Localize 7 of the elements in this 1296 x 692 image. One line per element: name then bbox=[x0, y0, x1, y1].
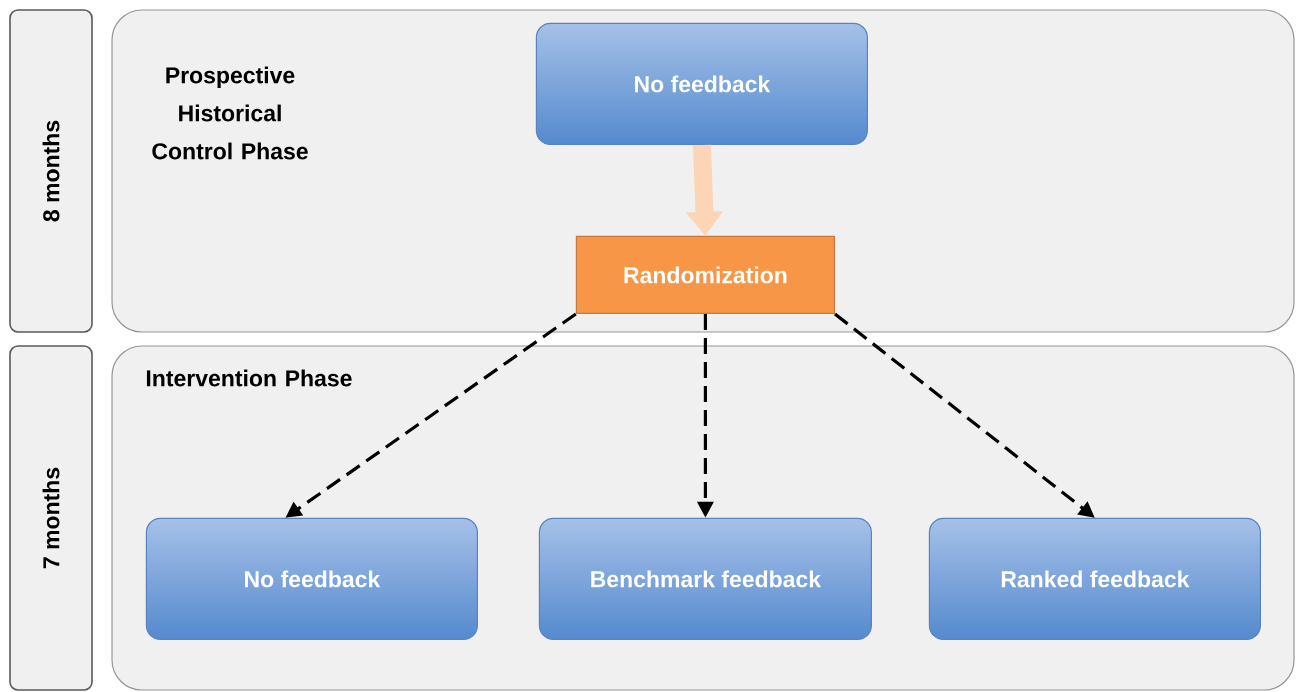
process-box: No feedback bbox=[145, 517, 478, 640]
time-band: 8 months bbox=[9, 9, 93, 333]
time-band: 7 months bbox=[9, 345, 93, 691]
process-box: Ranked feedback bbox=[928, 517, 1261, 640]
process-box: Randomization bbox=[575, 235, 835, 314]
process-box: No feedback bbox=[535, 22, 868, 145]
process-box: Benchmark feedback bbox=[538, 517, 872, 640]
